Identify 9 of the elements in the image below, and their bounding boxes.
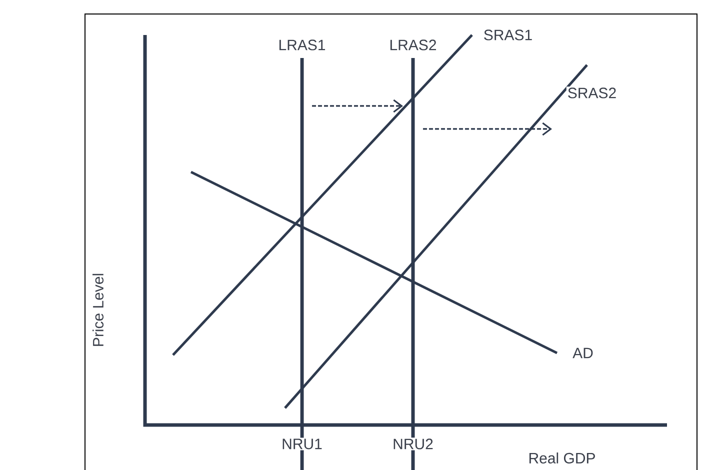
- tick-label: NRU1: [280, 438, 324, 450]
- curve-label: AD: [572, 346, 594, 360]
- curve-label: LRAS1: [277, 38, 327, 52]
- axis-label: Price Level: [92, 272, 105, 348]
- tick-label: NRU2: [392, 438, 434, 450]
- curve-label: SRAS2: [566, 86, 618, 100]
- curve-label: SRAS1: [482, 28, 534, 42]
- curve-label: LRAS2: [388, 38, 438, 52]
- axis-label: Real GDP: [527, 451, 597, 464]
